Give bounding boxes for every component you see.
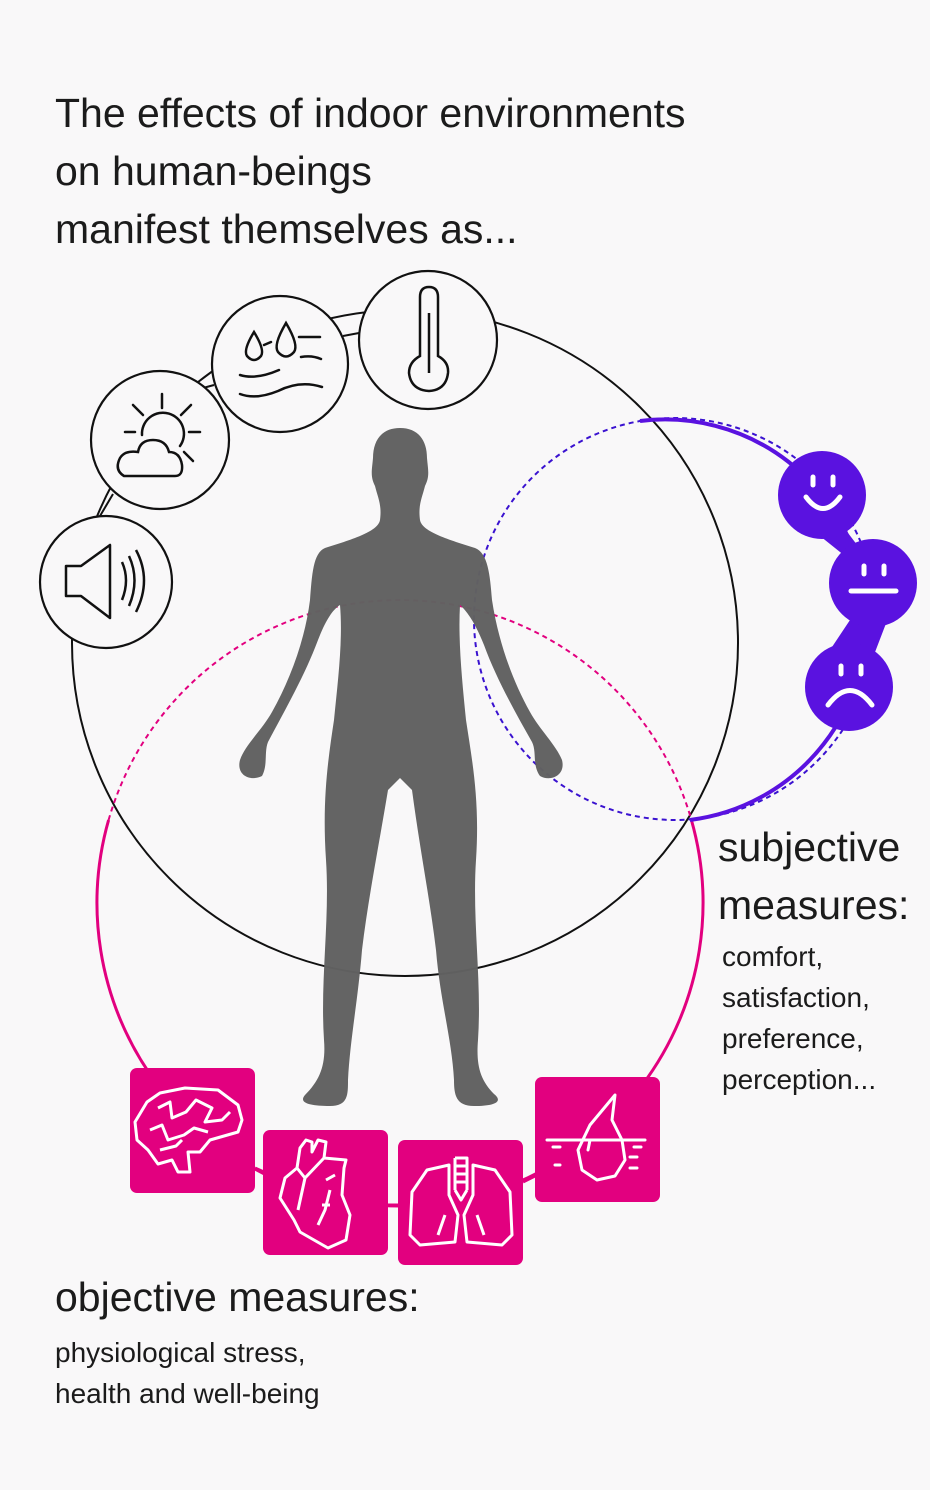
subjective-heading: subjective measures: xyxy=(718,818,909,934)
title-line-3: manifest themselves as... xyxy=(55,206,518,252)
subjective-item: perception... xyxy=(722,1064,877,1095)
speaker-icon xyxy=(38,514,174,650)
brain-icon xyxy=(130,1068,255,1193)
subjective-faces xyxy=(778,451,917,731)
subjective-item: satisfaction, xyxy=(722,982,870,1013)
subjective-heading-line-1: subjective xyxy=(718,824,901,870)
objective-item: physiological stress, xyxy=(55,1337,306,1368)
title-line-2: on human-beings xyxy=(55,148,372,194)
sun-cloud-icon xyxy=(89,369,231,511)
humidity-icon xyxy=(210,294,350,434)
subjective-heading-line-2: measures: xyxy=(718,882,910,928)
neutral-face-icon xyxy=(848,563,899,594)
subjective-item: comfort, xyxy=(722,941,824,972)
happy-face-icon xyxy=(803,474,843,511)
heart-icon xyxy=(263,1130,388,1255)
objective-item: health and well-being xyxy=(55,1378,320,1409)
human-silhouette xyxy=(239,428,563,1106)
thermometer-icon xyxy=(357,269,499,411)
objective-heading: objective measures: xyxy=(55,1274,420,1320)
subjective-item: preference, xyxy=(722,1023,864,1054)
subjective-list: comfort, satisfaction, preference, perce… xyxy=(722,936,876,1100)
title-line-1: The effects of indoor environments xyxy=(55,90,686,136)
objective-list: physiological stress, health and well-be… xyxy=(55,1332,320,1414)
skin-icon xyxy=(535,1077,660,1202)
page-title: The effects of indoor environments on hu… xyxy=(55,84,686,258)
objective-connectors xyxy=(254,1166,536,1207)
sad-face-icon xyxy=(825,663,875,708)
lungs-icon xyxy=(398,1140,523,1265)
